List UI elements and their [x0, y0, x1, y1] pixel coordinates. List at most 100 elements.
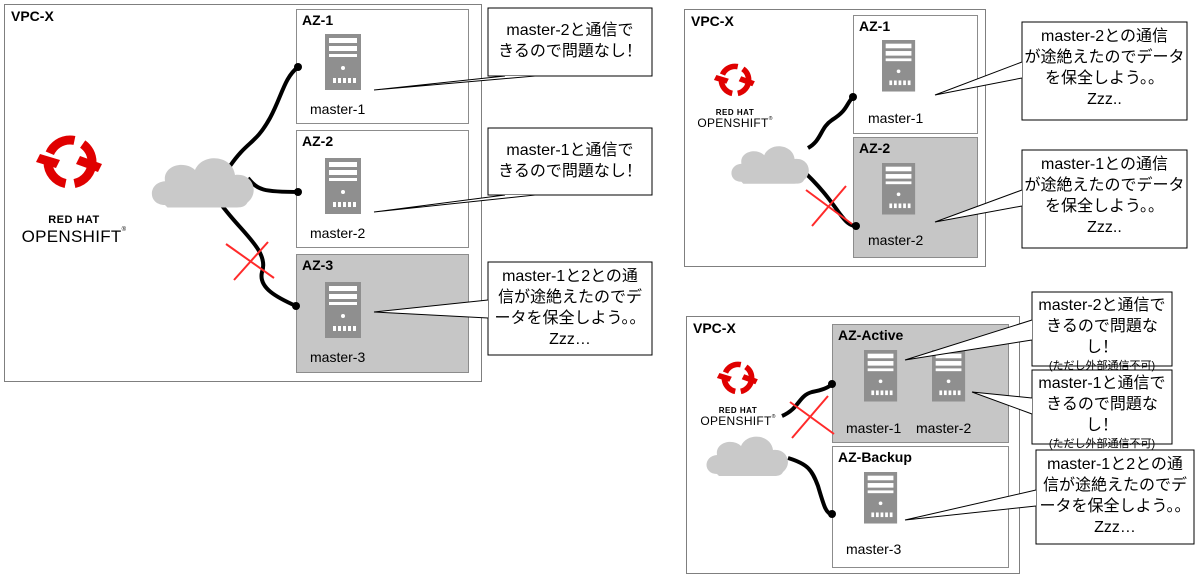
callout-line: きるので問題なし！: [1046, 396, 1158, 434]
callout-bubble: [1031, 369, 1173, 445]
cable: [228, 65, 300, 168]
az-label: AZ-2: [302, 133, 334, 149]
master-1-label: master-1: [846, 420, 902, 436]
callout-note: (ただし外部通信不可): [1048, 438, 1156, 450]
cable-endpoint: [292, 302, 300, 310]
logo-openshift: OPENSHIFT®: [695, 414, 781, 428]
callout-pointer: [971, 391, 1033, 415]
cable-endpoint: [294, 188, 302, 196]
server-icon: [864, 350, 898, 402]
callout-line: きるので問題なし！: [498, 43, 642, 60]
az-2-box: AZ-2: [296, 130, 469, 248]
vpc-label: VPC-X: [693, 320, 736, 336]
callout-line: master-1と2との通: [502, 268, 638, 285]
callout-pointer: [904, 319, 1033, 361]
az-1-box: AZ-1: [853, 15, 978, 134]
master-2-label: master-2: [868, 232, 924, 248]
az-label: AZ-2: [859, 140, 891, 156]
cloud-icon: [706, 436, 788, 476]
master-1-label: master-1: [310, 101, 366, 117]
master-1-label: master-1: [868, 110, 924, 126]
server-icon: [325, 158, 361, 214]
cable: [246, 176, 301, 194]
az-label: AZ-1: [302, 12, 334, 28]
callout-line: を保全しよう。。: [1044, 198, 1165, 215]
cloud-icon: [151, 158, 254, 208]
callout-line: master-1と通信で: [1038, 375, 1166, 392]
cable: [216, 198, 297, 308]
callout-pointer: [904, 489, 1037, 521]
openshift-logo-icon: [717, 364, 758, 391]
callout-bubble: [1035, 449, 1195, 545]
callout-line: Zzz..: [1087, 219, 1122, 236]
callout-line: ータを保全しよう。。: [494, 310, 646, 327]
callout-line: 信が途絶えたのでデ: [497, 289, 642, 306]
cable: [798, 166, 857, 228]
callout-bubble: [487, 127, 653, 196]
cable-endpoint: [828, 510, 836, 518]
cable-endpoint: [852, 222, 860, 230]
callout-bubble: [487, 7, 653, 77]
cable-endpoint: [849, 93, 857, 101]
server-icon: [882, 163, 916, 215]
callout-text: master-1と2との通 信が途絶えたのでデ ータを保全しよう。。 Zzz…: [1036, 454, 1194, 538]
callout-text: master-1と2との通 信が途絶えたのでデ ータを保全しよう。。 Zzz…: [488, 266, 652, 350]
cable-endpoint: [828, 380, 836, 388]
callout-line: が途絶えたのでデータ: [1024, 177, 1185, 194]
callout-pointer: [373, 299, 489, 319]
callout-text: master-1と通信で きるので問題なし！ (ただし外部通信不可): [1032, 373, 1172, 452]
logo-openshift-text: OPENSHIFT: [700, 414, 772, 428]
logo-red-hat: RED HAT: [718, 406, 758, 415]
logo-red-hat: RED HAT: [48, 214, 100, 226]
callout-line: が途絶えたのでデータ: [1024, 49, 1185, 66]
logo-openshift: OPENSHIFT®: [14, 227, 134, 247]
logo-openshift-text: OPENSHIFT: [697, 116, 769, 130]
master-3-label: master-3: [310, 349, 366, 365]
vpc-label: VPC-X: [11, 8, 54, 24]
link-broken-cross-icon: [805, 185, 853, 227]
callout-line: ータを保全しよう。。: [1039, 498, 1191, 515]
vpc-label: VPC-X: [691, 13, 734, 29]
cable: [781, 382, 834, 418]
az-label: AZ-Active: [838, 327, 904, 343]
server-icon: [325, 282, 361, 338]
callout-pointer: [934, 61, 1023, 96]
callout-text: master-1との通信 が途絶えたのでデータ を保全しよう。。 Zzz..: [1022, 154, 1187, 238]
master-2-label: master-2: [310, 225, 366, 241]
callout-bubble: [1031, 291, 1173, 367]
callout-line: を保全しよう。。: [1044, 70, 1165, 87]
callout-text: master-2との通信 が途絶えたのでデータ を保全しよう。。 Zzz..: [1022, 26, 1187, 110]
callout-line: master-2との通信: [1041, 28, 1168, 45]
server-icon: [932, 350, 966, 402]
logo-openshift-text: OPENSHIFT: [21, 227, 122, 246]
trademark-symbol: ®: [771, 414, 776, 420]
cable: [806, 95, 855, 150]
callout-bubble: [1021, 149, 1188, 249]
callout-pointer: [373, 75, 536, 91]
az-label: AZ-1: [859, 18, 891, 34]
callout-pointer: [373, 194, 536, 213]
link-broken-cross-icon: [789, 395, 835, 439]
link-broken-cross-icon: [225, 241, 275, 281]
callout-line: きるので問題なし！: [498, 163, 642, 180]
callout-note: (ただし外部通信不可): [1048, 360, 1156, 372]
callout-pointer: [934, 189, 1023, 223]
callout-text: master-2と通信で きるので問題なし！ (ただし外部通信不可): [1032, 295, 1172, 374]
server-icon: [325, 34, 361, 90]
server-icon: [882, 40, 916, 92]
cable: [787, 456, 833, 516]
trademark-symbol: ®: [768, 116, 773, 122]
callout-text: master-2と通信で きるので問題なし！: [488, 20, 652, 62]
callout-line: master-2と通信で: [1038, 297, 1166, 314]
cable-endpoint: [294, 63, 302, 71]
logo-red-hat: RED HAT: [715, 108, 755, 117]
az-label: AZ-Backup: [838, 449, 912, 465]
az-2-box: AZ-2: [853, 137, 978, 258]
callout-line: Zzz…: [1094, 519, 1136, 536]
master-3-label: master-3: [846, 541, 902, 557]
callout-line: master-1と通信で: [506, 142, 634, 159]
callout-line: きるので問題なし！: [1046, 318, 1158, 356]
callout-line: master-2と通信で: [506, 22, 634, 39]
callout-bubble: [487, 261, 653, 356]
